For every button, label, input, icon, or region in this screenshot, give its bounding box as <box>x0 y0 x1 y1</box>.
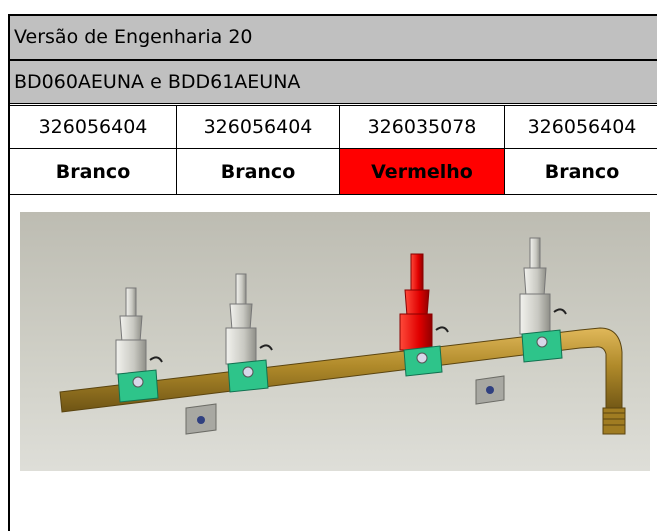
model-codes: BD060AEUNA e BDD61AEUNA <box>14 71 301 93</box>
gas-manifold-render <box>20 212 650 471</box>
valve-white <box>115 287 163 403</box>
valve-red <box>399 253 449 377</box>
mount-bracket <box>475 375 505 405</box>
version-title: Versão de Engenharia 20 <box>14 26 253 48</box>
mount-bracket <box>185 403 217 435</box>
part-number-cell: 326056404 <box>177 106 340 148</box>
version-sheet: Versão de Engenharia 20 BD060AEUNA e BDD… <box>8 14 657 531</box>
part-number-row: 326056404 326056404 326035078 326056404 <box>10 105 657 149</box>
valve-white <box>225 273 273 393</box>
model-row: BD060AEUNA e BDD61AEUNA <box>10 60 657 104</box>
color-cell-highlighted: Vermelho <box>340 149 505 194</box>
color-cell: Branco <box>177 149 340 194</box>
valve-white <box>519 237 567 363</box>
color-cell: Branco <box>10 149 177 194</box>
pipe-end-fitting <box>602 407 626 435</box>
color-row: Branco Branco Vermelho Branco <box>10 149 657 195</box>
part-number-cell: 326056404 <box>10 106 177 148</box>
title-row: Versão de Engenharia 20 <box>10 16 657 60</box>
part-number-cell: 326056404 <box>527 116 637 138</box>
color-cell: Branco <box>544 160 620 183</box>
part-number-cell: 326035078 <box>340 106 505 148</box>
